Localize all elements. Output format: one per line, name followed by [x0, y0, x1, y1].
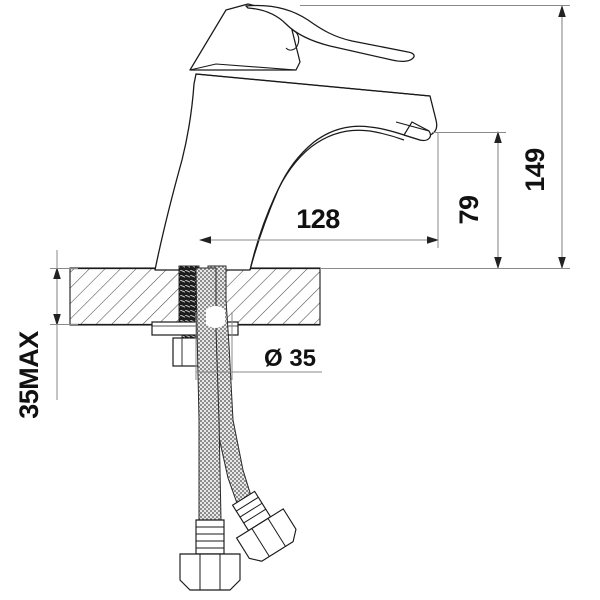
front-hose-hex-nut: [179, 553, 241, 591]
rear-nut-facet-a: [251, 528, 270, 557]
spout-outlet: [395, 121, 431, 142]
hose-break-gap: [206, 306, 225, 328]
dimension-hole-diameter: Ø 35: [195, 312, 322, 380]
dim-label-128: 128: [296, 204, 340, 234]
dim-label-149: 149: [520, 148, 550, 192]
spout-arch-inner-curve: [249, 129, 405, 271]
dimension-max-deck-thickness: 35MAX: [14, 250, 78, 419]
aerator-bevel-line: [395, 121, 430, 132]
faucet-body: [154, 73, 438, 271]
dimension-spout-height: 79: [432, 131, 506, 269]
lever-handle[interactable]: [189, 3, 415, 71]
rear-nut-facet-b: [267, 518, 286, 547]
dimension-spout-reach: 128: [199, 132, 439, 248]
handle-lower-bevel: [189, 63, 297, 71]
rear-collar-rib-3: [243, 508, 267, 524]
hose-fitting-front: [179, 519, 241, 591]
rear-collar-rib-1: [236, 496, 259, 512]
handle-pivot-detail: [285, 29, 300, 51]
aerator-face: [403, 121, 431, 142]
body-top-edge: [195, 73, 431, 97]
lever-arm[interactable]: [245, 4, 415, 62]
faucet-body-outline: [154, 73, 438, 271]
supply-hoses: [195, 265, 257, 521]
dimension-overall-height: 149: [300, 5, 570, 269]
hose-fitting-rear: [231, 490, 297, 562]
dim-label-79: 79: [454, 195, 484, 225]
dim-label-d35: Ø 35: [264, 345, 316, 372]
dim-label-35max: 35MAX: [14, 331, 44, 419]
rear-collar-rib-2: [239, 502, 263, 518]
rear-hose-hex-nut: [235, 508, 297, 562]
front-hose-collar: [195, 519, 225, 555]
